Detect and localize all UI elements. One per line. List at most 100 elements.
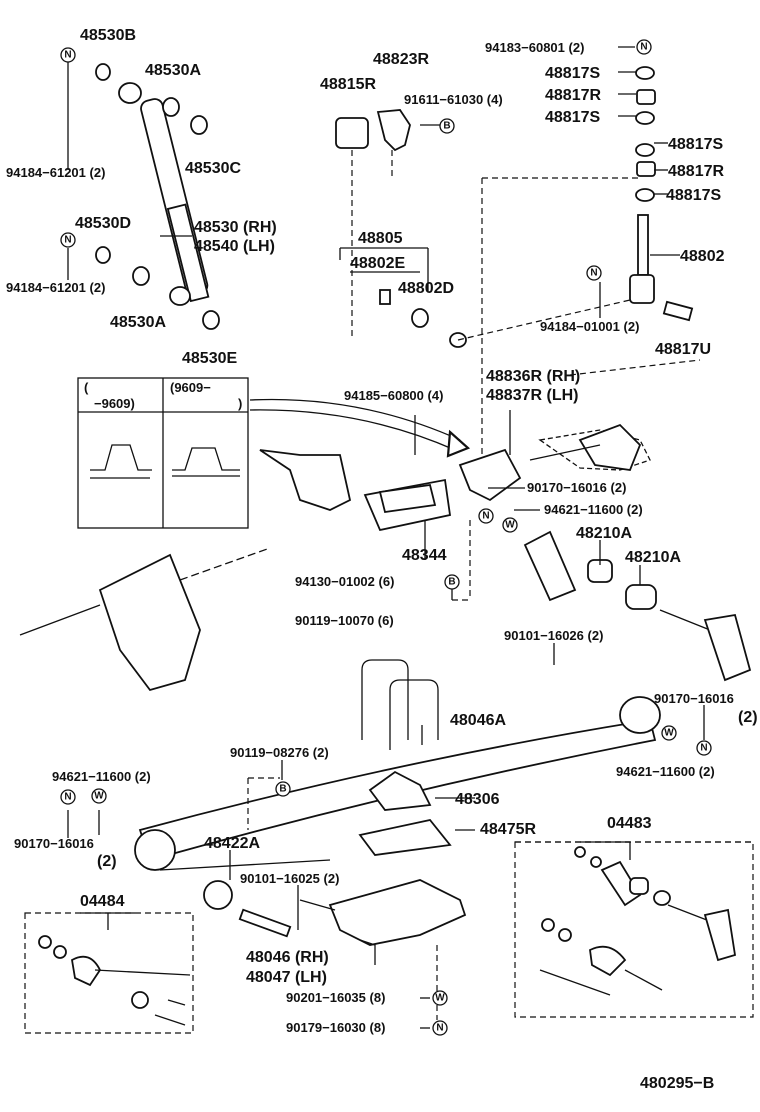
svg-text:N: N	[64, 792, 71, 803]
svg-text:W: W	[94, 791, 104, 802]
label-48817S-4: 48817S	[666, 187, 721, 204]
svg-text:N: N	[590, 268, 597, 279]
symbol-n-5: N	[478, 508, 494, 524]
svg-text:W: W	[664, 728, 674, 739]
svg-text:N: N	[64, 50, 71, 61]
symbol-n-7: N	[60, 789, 76, 805]
label-48422A: 48422A	[204, 835, 260, 852]
shackle	[523, 530, 752, 682]
label-48344: 48344	[402, 547, 447, 564]
bushings-shock	[95, 63, 220, 330]
label-48817S-1: 48817S	[545, 65, 600, 82]
label-90119-08276: 90119−08276 (2)	[230, 745, 329, 760]
label-90170-16016-b: 90170−16016	[654, 691, 734, 706]
symbol-n-4: N	[586, 265, 602, 281]
label-94184-61201-b: 94184−61201 (2)	[6, 280, 105, 295]
svg-text:B: B	[279, 784, 286, 795]
symbol-n-8: N	[432, 1020, 448, 1036]
label-48530D: 48530D	[75, 215, 131, 232]
shock-absorber	[118, 82, 210, 306]
label-48836R: 48836R (RH)	[486, 368, 580, 385]
label-48530B: 48530B	[80, 27, 136, 44]
svg-text:N: N	[482, 511, 489, 522]
label-90101-16026: 90101−16026 (2)	[504, 628, 603, 643]
label-94130-01002: 94130−01002 (6)	[295, 574, 394, 589]
label-48823R: 48823R	[373, 51, 429, 68]
label-48530C: 48530C	[185, 160, 241, 177]
diagram-id: 480295−B	[640, 1075, 714, 1092]
spring-seat	[299, 879, 467, 946]
label-48817S-2: 48817S	[545, 109, 600, 126]
label-48815R: 48815R	[320, 76, 376, 93]
kit-04484-parts	[38, 935, 191, 1026]
stabilizer-link	[629, 66, 694, 322]
svg-text:N: N	[640, 42, 647, 53]
label-48306: 48306	[455, 791, 500, 808]
kit-04483-parts	[539, 846, 737, 996]
symbol-b-1: B	[439, 118, 455, 134]
label-90179-16030: 90179−16030 (8)	[286, 1020, 385, 1035]
symbol-n-1: N	[60, 47, 76, 63]
label-48802D: 48802D	[398, 280, 454, 297]
label-90119-10070: 90119−10070 (6)	[295, 613, 394, 628]
label-94184-01001: 94184−01001 (2)	[540, 319, 639, 334]
label-48817S-3: 48817S	[668, 136, 723, 153]
label-91611-61030: 91611−61030 (4)	[404, 92, 503, 107]
label-48530A-top: 48530A	[145, 62, 201, 79]
inset-label-right: (9609−	[170, 380, 211, 395]
symbol-w-3: W	[91, 788, 107, 804]
label-90101-16025: 90101−16025 (2)	[240, 871, 339, 886]
kit-04483-box	[514, 841, 754, 1018]
svg-text:B: B	[448, 577, 455, 588]
label-48475R: 48475R	[480, 821, 536, 838]
label-48530: 48530 (RH)	[194, 219, 277, 236]
svg-text:N: N	[700, 743, 707, 754]
u-bolts	[361, 659, 439, 750]
label-48046: 48046 (RH)	[246, 949, 329, 966]
label-48802: 48802	[680, 248, 725, 265]
label-48837R: 48837R (LH)	[486, 387, 578, 404]
label-48047: 48047 (LH)	[246, 969, 327, 986]
label-04483: 04483	[607, 815, 652, 832]
label-48817U: 48817U	[655, 341, 711, 358]
label-94185-60800: 94185−60800 (4)	[344, 388, 443, 403]
symbol-w-4: W	[432, 990, 448, 1006]
svg-text:N: N	[64, 235, 71, 246]
label-48210A-2: 48210A	[625, 549, 681, 566]
symbol-w-1: W	[502, 517, 518, 533]
inset-label-right-2: )	[238, 396, 242, 411]
label-48530E: 48530E	[182, 350, 237, 367]
symbol-b-3: B	[275, 781, 291, 797]
label-90170-16016-a: 90170−16016 (2)	[527, 480, 626, 495]
label-48817R-1: 48817R	[545, 87, 601, 104]
svg-text:B: B	[443, 121, 450, 132]
symbol-n-6: N	[696, 740, 712, 756]
label-90201-16035: 90201−16035 (8)	[286, 990, 385, 1005]
inset-label-left-2: −9609)	[94, 396, 135, 411]
label-90170-16016-c-qty: (2)	[97, 853, 117, 870]
inset-years	[77, 377, 249, 529]
symbol-b-2: B	[444, 574, 460, 590]
label-48046A: 48046A	[450, 712, 506, 729]
symbol-w-2: W	[661, 725, 677, 741]
symbol-n-2: N	[60, 232, 76, 248]
label-04484: 04484	[80, 893, 125, 910]
frame-brackets	[98, 423, 651, 692]
svg-text:N: N	[436, 1023, 443, 1034]
label-48805: 48805	[358, 230, 403, 247]
label-48540: 48540 (LH)	[194, 238, 275, 255]
label-48802E: 48802E	[350, 255, 405, 272]
symbol-n-3: N	[636, 39, 652, 55]
stabilizer-bushing	[335, 109, 429, 328]
svg-text:W: W	[505, 520, 515, 531]
label-90170-16016-b-qty: (2)	[738, 709, 758, 726]
label-90170-16016-c: 90170−16016	[14, 836, 94, 851]
label-48530A-bot: 48530A	[110, 314, 166, 331]
svg-text:W: W	[435, 993, 445, 1004]
leaf-spring	[134, 696, 661, 938]
kit-04484-box	[24, 912, 194, 1034]
label-94621-11600-a: 94621−11600 (2)	[544, 502, 643, 517]
label-94183-60801: 94183−60801 (2)	[485, 40, 584, 55]
